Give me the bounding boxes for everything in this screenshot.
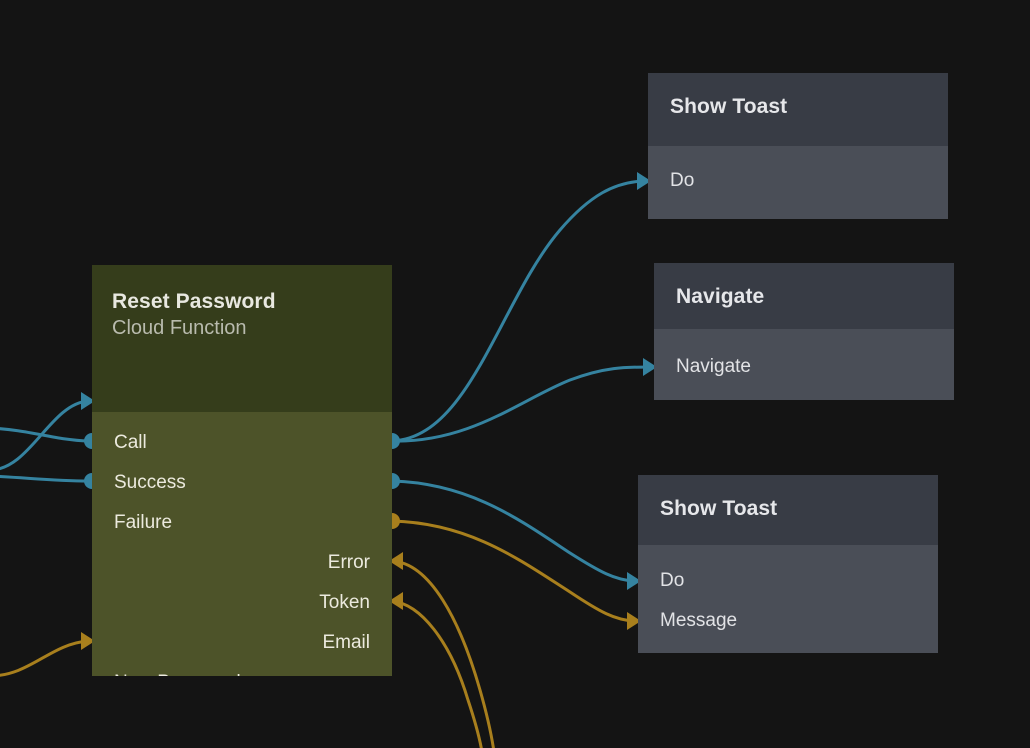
node-show-toast-bottom-title: Show Toast <box>660 497 778 520</box>
node-reset-password-subtitle: Cloud Function <box>112 317 247 339</box>
node-navigate-title: Navigate <box>676 285 765 308</box>
port-label-message[interactable]: Message <box>660 610 738 631</box>
node-navigate-header[interactable]: Navigate <box>654 263 954 329</box>
node-show-toast-bottom-header[interactable]: Show Toast <box>638 475 938 545</box>
port-label-call[interactable]: Call <box>114 432 147 453</box>
wire-output-to-toast-do[interactable] <box>390 179 646 443</box>
port-label-success[interactable]: Success <box>114 472 186 493</box>
port-label-new-password[interactable]: New Password <box>114 669 241 676</box>
wire-token-out[interactable] <box>390 559 495 748</box>
wire-email-out[interactable] <box>390 599 483 748</box>
node-show-toast-top-body: Do <box>648 146 948 219</box>
port-label-navigate[interactable]: Navigate <box>676 356 751 377</box>
wire-to-new-password[interactable] <box>0 639 90 677</box>
node-reset-password-title: Reset Password <box>112 290 276 313</box>
node-show-toast-top-header[interactable]: Show Toast <box>648 73 948 146</box>
wire-to-success[interactable] <box>0 427 90 443</box>
port-label-failure[interactable]: Failure <box>114 512 173 533</box>
port-label-do[interactable]: Do <box>670 170 695 191</box>
port-label-error[interactable]: Error <box>327 552 370 573</box>
wire-output-to-toast2-do[interactable] <box>390 479 636 583</box>
wire-to-failure[interactable] <box>0 475 90 483</box>
wire-to-call[interactable] <box>0 399 90 471</box>
port-label-email[interactable]: Email <box>322 632 370 653</box>
port-label-token[interactable]: Token <box>319 592 370 613</box>
port-label-do[interactable]: Do <box>660 570 685 591</box>
wire-error-to-message[interactable] <box>390 519 636 623</box>
node-navigate-body: Navigate <box>654 329 954 400</box>
node-show-toast-top-title: Show Toast <box>670 95 788 118</box>
node-reset-password-body: CallSuccessFailureNew Password ErrorToken… <box>92 412 392 676</box>
wire-output-to-navigate[interactable] <box>390 365 652 443</box>
